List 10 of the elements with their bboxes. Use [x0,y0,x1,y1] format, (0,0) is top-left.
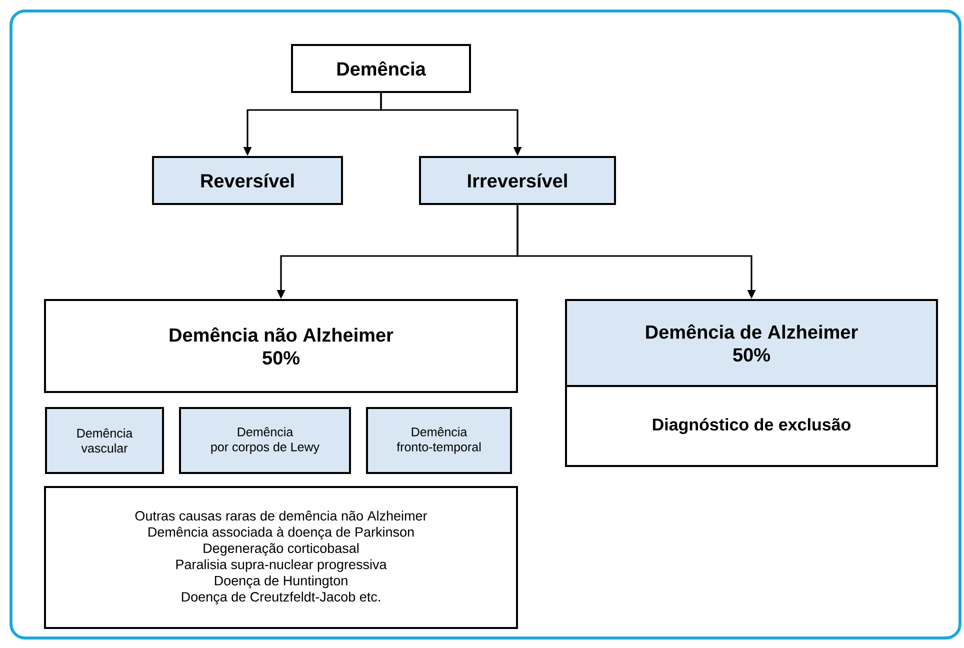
list-box: Outras causas raras de demência não Alzheimer Demência associada à doença de Parkinson Degeneração corticobasal Paralisia supra-nuclear progressiva Doença de Huntington Doença de Creutzfeldt-Jacob etc. [44,486,518,629]
note-box: Diagnóstico de exclusão [565,385,938,467]
subtype-box: Demência por corpos de Lewy [179,407,351,474]
subtype-box: Demência fronto-temporal [366,407,512,474]
subtype-box: Demência vascular [45,407,164,474]
category-header-box: Demência de Alzheimer 50% [565,299,938,387]
category-box: Demência não Alzheimer 50% [44,299,518,393]
root-box: Demência [291,44,471,93]
category-box: Irreversível [419,156,616,205]
category-box: Reversível [152,156,343,205]
